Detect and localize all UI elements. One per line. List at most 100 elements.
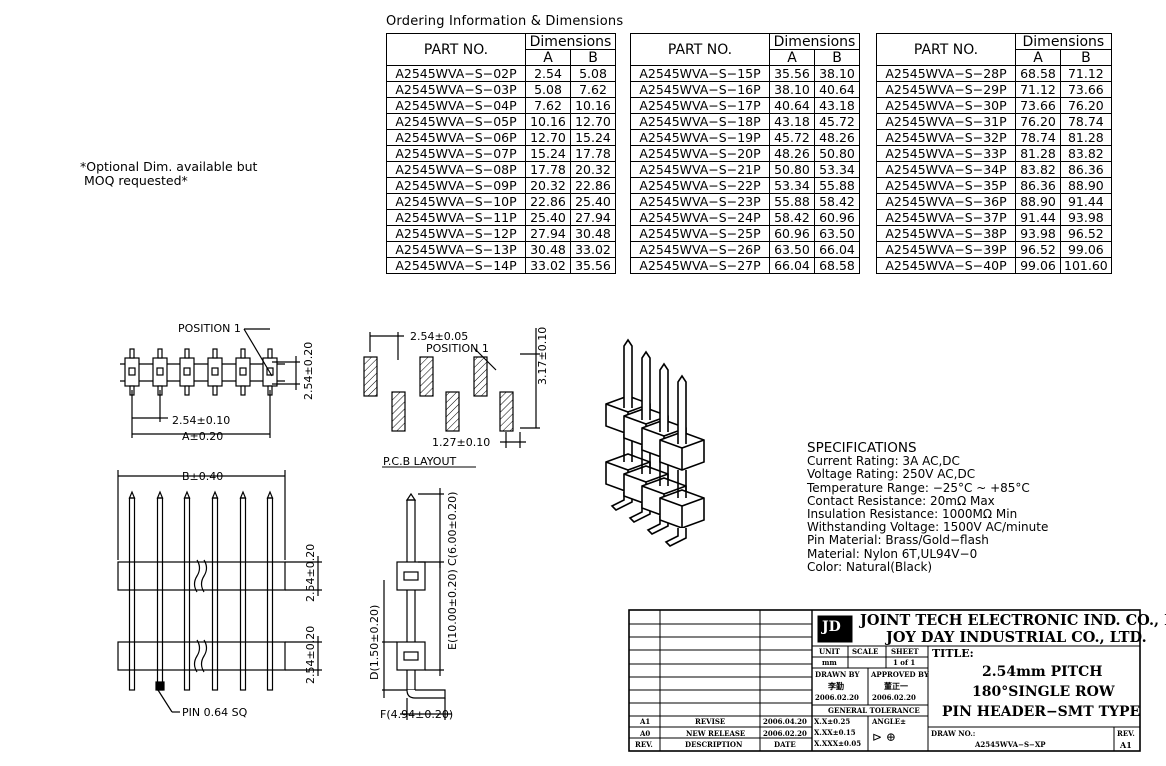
spec-line: Temperature Range: −25°C ~ +85°C [807,480,1030,495]
dim-a-cell: 40.64 [769,97,815,114]
draw-no-label: DRAW NO.: [931,729,976,738]
front-pin-tip [183,490,191,499]
pcb-pad [363,356,378,397]
side-f-label: F(4.94±0.20) [380,708,453,721]
spec-line: Color: Natural(Black) [807,559,933,574]
iso-pin [641,350,651,420]
dim-b-cell: 5.08 [570,65,616,82]
front-b-label: B±0.40 [182,470,223,483]
pcb-pad [445,391,460,432]
spec-line: Pin Material: Brass/Gold−flash [807,533,989,548]
top-a-label: A±0.20 [182,430,223,443]
optional-note: *Optional Dim. available but MOQ request… [80,159,258,188]
front-pin-tip [128,490,136,499]
dim-a-cell: 50.80 [769,161,815,178]
dim-a-cell: 88.90 [1015,193,1061,210]
dim-b-cell: 15.24 [570,129,616,146]
dim-b-cell: 7.62 [570,81,616,98]
ordering-title: Ordering Information & Dimensions [386,14,624,29]
dim-a-cell: 43.18 [769,113,815,130]
iso-foot [664,528,687,547]
top-view [120,328,300,438]
rev-row-date: DATE [774,740,796,749]
dim-b-cell: 27.94 [570,209,616,226]
dim-b-cell: 35.56 [570,257,616,274]
pcb-layout [363,328,540,468]
company-name-1: JOINT TECH ELECTRONIC IND. CO., LTD. [860,612,1166,629]
dim-b-cell: 66.04 [814,241,860,258]
part-number-cell: A2545WVA−S−20P [630,145,770,162]
pcb-offset-label: 1.27±0.10 [432,436,490,449]
part-number-cell: A2545WVA−S−35P [876,177,1016,194]
dim-b-cell: 96.52 [1060,225,1112,242]
dim-b-cell: 71.12 [1060,65,1112,82]
rev-row-date: 2006.04.20 [763,717,807,726]
front-pin-tip [156,490,164,499]
drawn-by-label: DRAWN BY [815,670,860,679]
dim-a-cell: 83.82 [1015,161,1061,178]
front-pin [128,497,136,691]
side-view [382,488,452,720]
spec-line: Insulation Resistance: 1000MΩ Min [807,507,1018,522]
dim-b-cell: 48.26 [814,129,860,146]
pcb-pitch-label: 2.54±0.05 [410,330,468,343]
top-pin-lead [212,385,218,396]
part-number-cell: A2545WVA−S−39P [876,241,1016,258]
dim-a-cell: 25.40 [525,209,571,226]
top-position-label: POSITION 1 [178,322,241,335]
pcb-pad [419,356,434,397]
sheet-label: SHEET [891,647,919,656]
front-pin [239,497,247,691]
side-e-label: E(10.00±0.20) [446,569,459,650]
unit-value: mm [822,658,837,667]
top-pitch-label: 2.54±0.10 [172,414,230,427]
iso-pin [659,362,669,432]
top-pin-body [152,357,168,387]
dim-a-cell: 22.86 [525,193,571,210]
dim-a-cell: 10.16 [525,113,571,130]
side-d-label: D(1.50±0.20) [368,605,381,680]
dim-a-cell: 96.52 [1015,241,1061,258]
header-part-no: PART NO. [386,33,526,66]
top-pin-lead [184,385,190,396]
pcb-pad [391,391,406,432]
part-number-cell: A2545WVA−S−05P [386,113,526,130]
front-pin [211,497,219,691]
dim-b-cell: 68.58 [814,257,860,274]
header-dimensions: Dimensions [769,33,860,50]
dim-b-cell: 45.72 [814,113,860,130]
top-pin-body [207,357,223,387]
unit-label: UNIT [819,647,840,656]
dim-a-cell: 33.02 [525,257,571,274]
header-part-no: PART NO. [630,33,770,66]
isometric-view [605,338,705,547]
side-c-label: C(6.00±0.20) [446,492,459,566]
dim-b-cell: 73.66 [1060,81,1112,98]
dim-a-cell: 66.04 [769,257,815,274]
part-number-cell: A2545WVA−S−08P [386,161,526,178]
dim-a-cell: 15.24 [525,145,571,162]
title-label: TITLE: [932,647,974,660]
part-number-cell: A2545WVA−S−24P [630,209,770,226]
dim-b-cell: 22.86 [570,177,616,194]
dim-a-cell: 5.08 [525,81,571,98]
spec-line: Current Rating: 3A AC,DC [807,454,960,469]
dim-a-cell: 12.70 [525,129,571,146]
part-number-cell: A2545WVA−S−40P [876,257,1016,274]
dim-a-cell: 48.26 [769,145,815,162]
dim-b-cell: 20.32 [570,161,616,178]
rev-row-date: 2006.02.20 [763,729,807,738]
top-pin-lead [240,348,246,359]
